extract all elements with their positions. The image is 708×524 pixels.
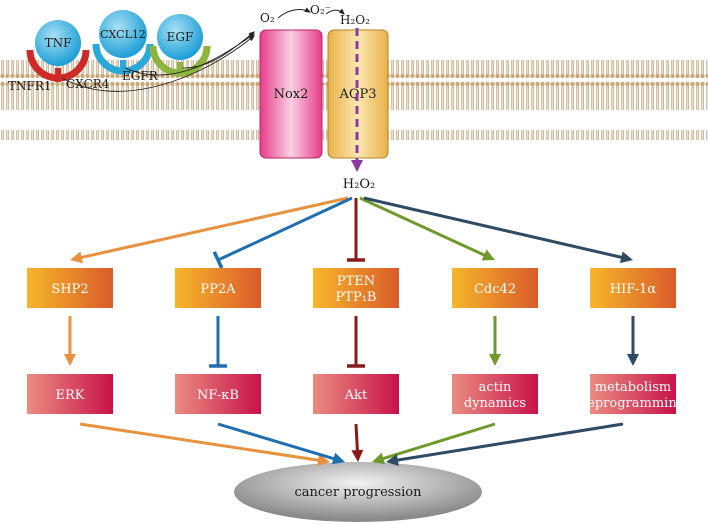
cxcl12-ligand (99, 10, 147, 58)
target-label-3-line2: PTP₁B (336, 290, 377, 305)
effector-label-4-line2: dynamics (464, 396, 526, 411)
effector-box-3 (313, 374, 399, 414)
target-label-1: SHP2 (51, 282, 88, 297)
target-box-4 (452, 268, 538, 308)
effector-to-outcome-2-head (331, 452, 345, 465)
h2o2-to-target-5-line (363, 196, 624, 260)
h2o2-to-target-1-line (79, 196, 349, 260)
effector-to-outcome-1-line (79, 422, 321, 462)
nox2-channel (259, 29, 323, 159)
cxcr4-label: CXCR4 (66, 77, 110, 91)
effector-label-4: actin (479, 380, 512, 395)
target-label-4: Cdc42 (474, 282, 516, 297)
cxcr4-receptor (92, 43, 154, 75)
effector-to-outcome-4-head (372, 452, 386, 465)
target-label-3: PTEN (337, 274, 375, 289)
effector-label-1: ERK (56, 388, 85, 403)
effector-to-outcome-4-line (381, 422, 496, 461)
egfr-label: EGFR (122, 69, 159, 83)
egf-label: EGF (167, 30, 194, 44)
effector-to-outcome-3-line (354, 423, 359, 453)
h2o2-to-target-4-line (359, 196, 487, 258)
h2o2-to-target-2-line (217, 196, 353, 262)
effector-label-5-line2: reprogramming (581, 396, 685, 411)
superoxide-label: O₂⁻ (310, 3, 331, 17)
o2-label: O₂ (260, 11, 275, 25)
cxcl12-label: CXCL12 (100, 28, 146, 41)
effector-box-1 (27, 374, 113, 414)
target-box-2 (175, 268, 261, 308)
cancer-progression-label: cancer progression (294, 485, 422, 500)
target-box-1 (27, 268, 113, 308)
target-label-2: PP2A (200, 282, 236, 297)
target-box-5 (590, 268, 676, 308)
tnfr1-label: TNFR1 (8, 79, 52, 93)
effector-to-outcome-5-head (386, 454, 399, 467)
target-label-5: HIF-1α (610, 282, 657, 297)
tnfr1-receptor (26, 49, 90, 82)
h2o2-to-target-4-head (481, 249, 495, 261)
effector-to-outcome-5-line (395, 422, 624, 462)
effector-box-4 (452, 374, 538, 414)
tnf-ligand (35, 20, 81, 66)
effector-to-outcome-1-head (317, 454, 330, 467)
h2o2-center-label: H₂O₂ (343, 177, 375, 192)
aqp3-transport-arrowhead (351, 160, 363, 172)
effector-label-5: metabolism (595, 380, 671, 395)
o2-to-superoxide-arrow (277, 7, 312, 19)
egf-ligand (157, 14, 203, 60)
effector-to-outcome-2-line (217, 422, 336, 461)
superoxide-to-h2o2-arrow (325, 8, 345, 15)
nox2-label: Nox2 (274, 87, 309, 102)
target-to-effector-5-head (627, 354, 639, 366)
effector-box-5 (590, 374, 676, 414)
target-to-effector-1-head (64, 354, 76, 366)
target-box-3 (313, 268, 399, 308)
receptor-to-nox2-arrows (61, 31, 256, 92)
effector-to-outcome-3-head (351, 449, 364, 462)
h2o2-to-target-5-head (619, 251, 633, 264)
tnf-label: TNF (45, 36, 72, 50)
h2o2-top-label: H₂O₂ (340, 13, 370, 27)
effector-label-2: NF-κB (197, 388, 239, 403)
target-to-effector-4-head (489, 354, 501, 366)
h2o2-to-target-1-head (70, 251, 84, 264)
effector-box-2 (175, 374, 261, 414)
h2o2-to-target-2-head (212, 251, 224, 269)
effector-label-3: Akt (344, 388, 368, 403)
cancer-progression-node (234, 462, 482, 522)
egfr-receptor (149, 45, 211, 77)
